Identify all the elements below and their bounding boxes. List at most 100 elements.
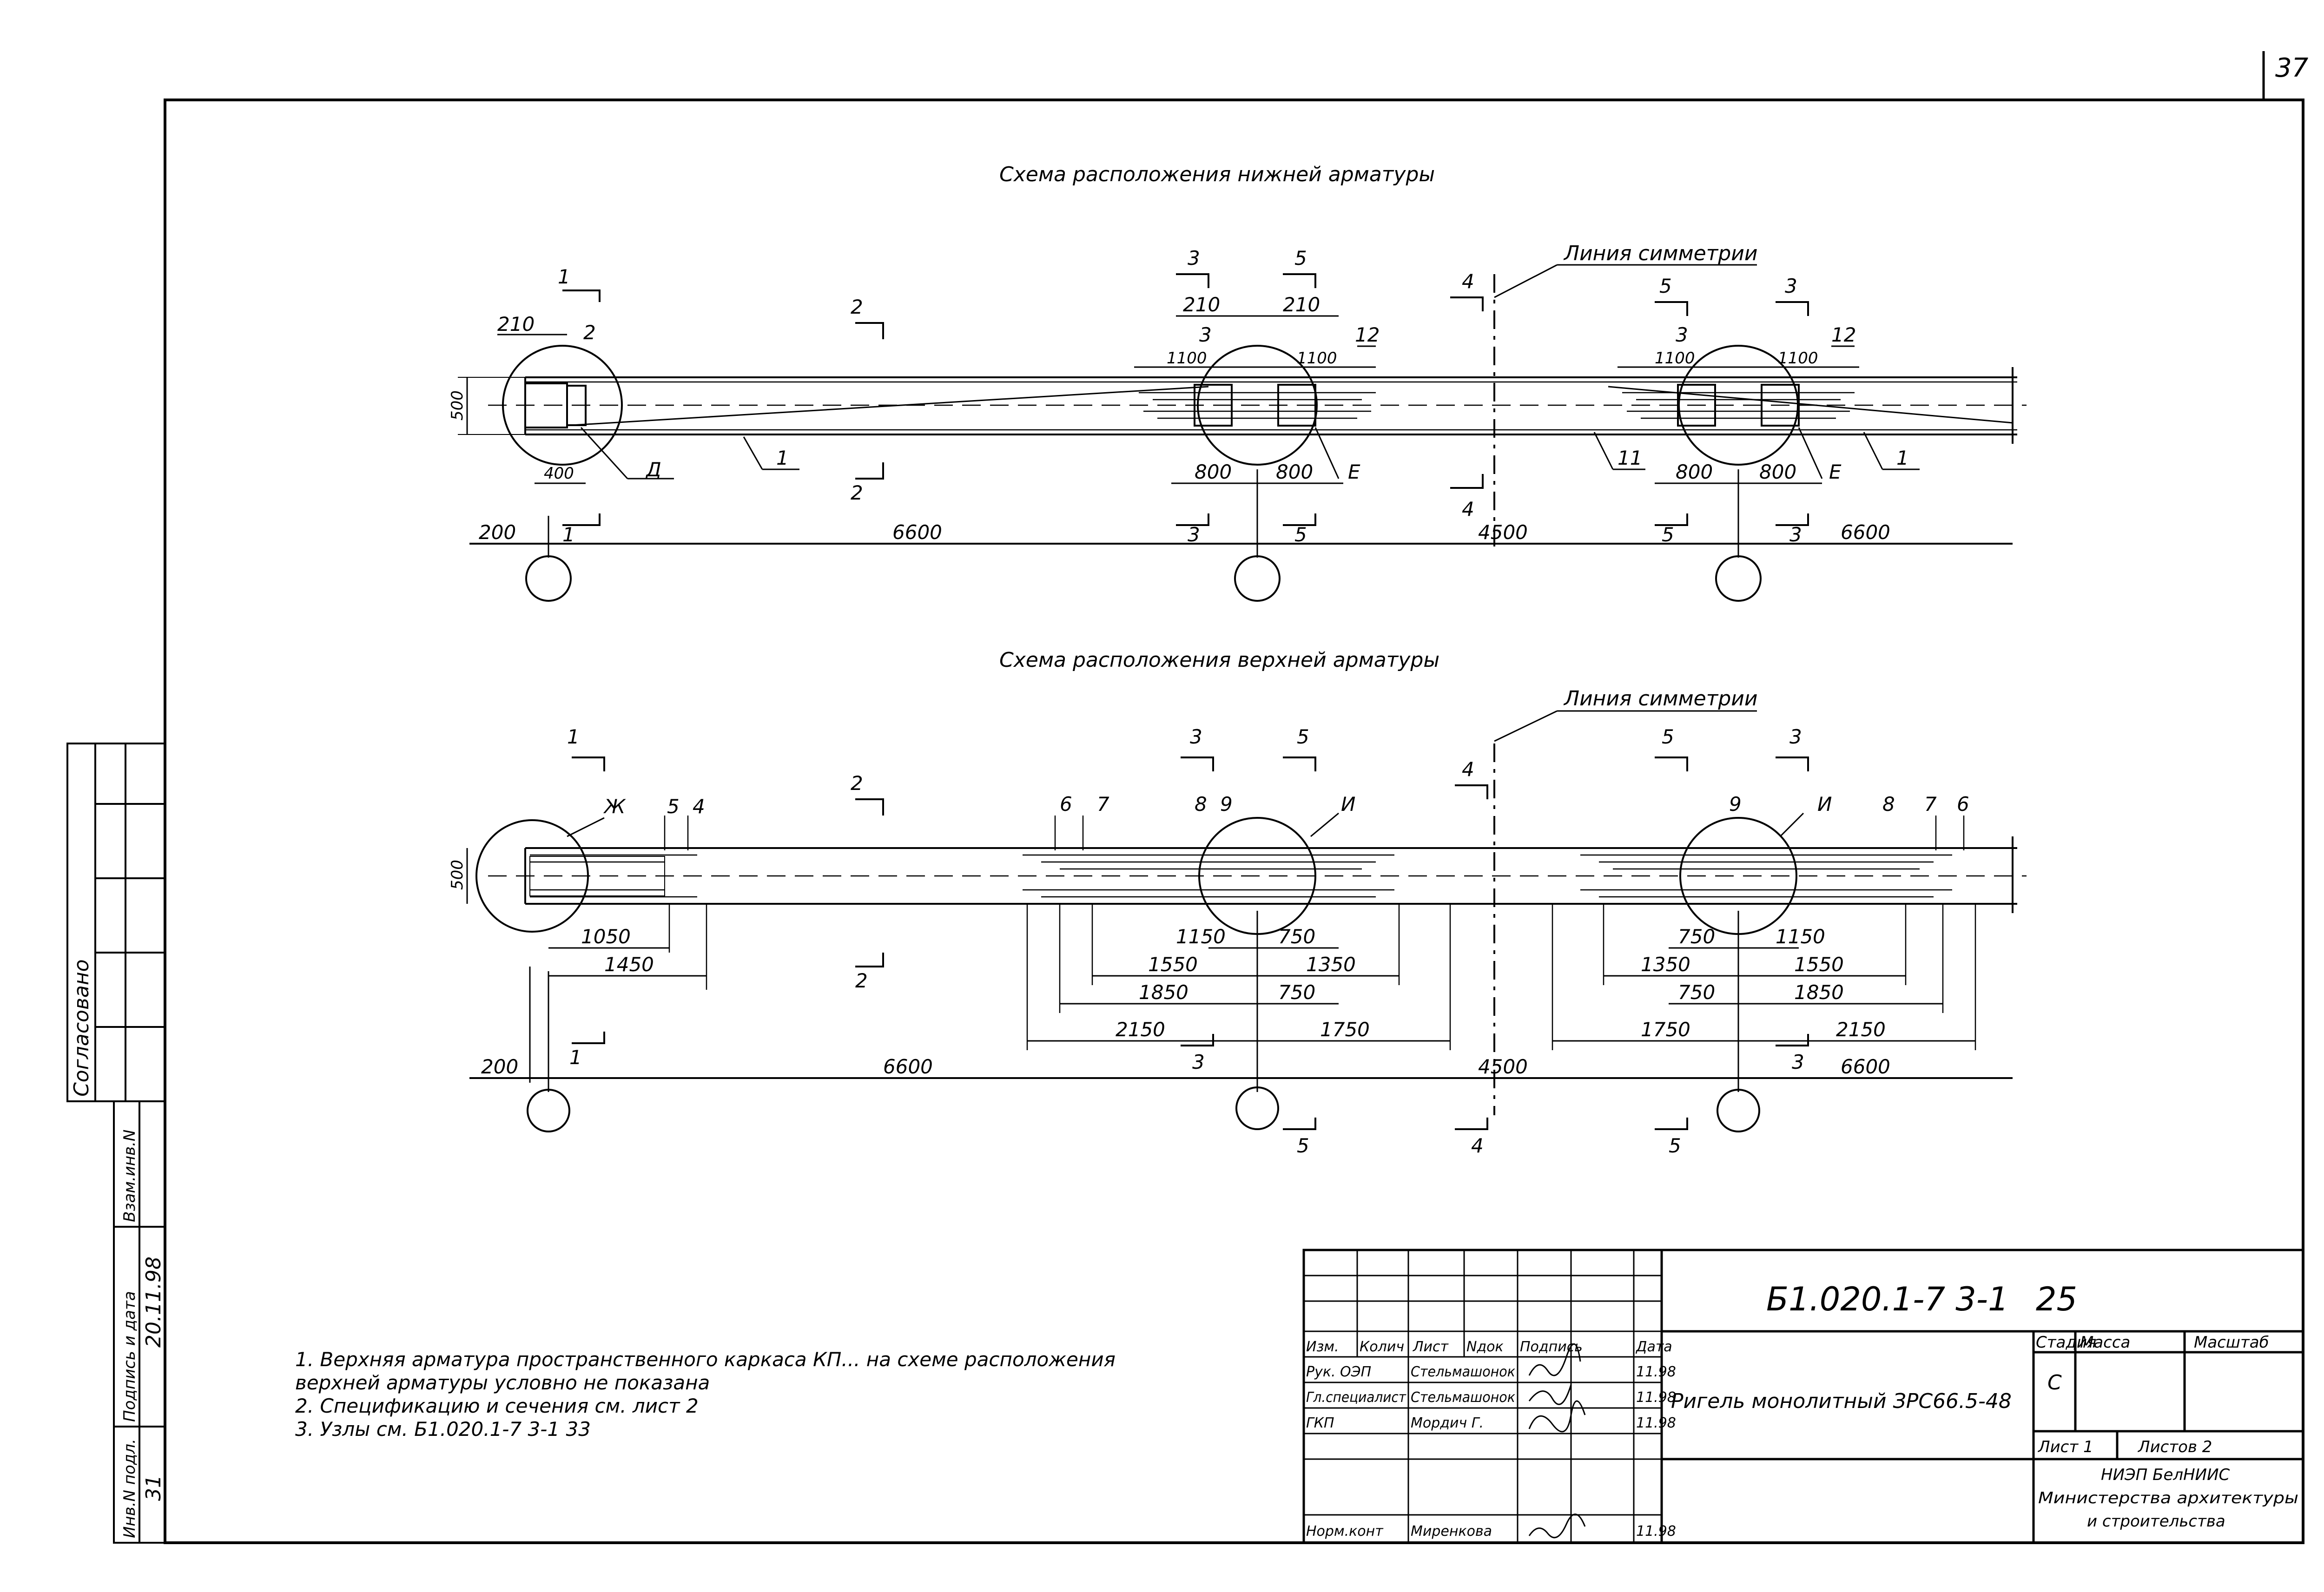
org-line-1: НИЭП БелНИИС <box>2101 1466 2230 1484</box>
dim-label: 4500 <box>1478 521 1528 544</box>
stage-value: С <box>2047 1371 2062 1395</box>
cut-label: 3 <box>1188 523 1200 546</box>
cut-label: 2 <box>851 772 863 795</box>
upper-scheme-title: Схема расположения верхней арматуры <box>999 648 1439 672</box>
cut-label: 5 <box>1297 725 1309 748</box>
header-kolich: Колич <box>1360 1339 1404 1355</box>
dim-label: 1150 <box>1176 925 1226 948</box>
stamp-inv-value: 31 <box>142 1475 165 1501</box>
dim-label: 210 <box>1283 293 1320 316</box>
dim-label: 1550 <box>1148 953 1198 976</box>
cut-label: 5 <box>1294 247 1307 270</box>
dim-label: 750 <box>1678 925 1715 948</box>
name-cell: Мордич Г. <box>1411 1415 1484 1431</box>
name-cell: Стельмашонок <box>1411 1389 1515 1406</box>
stage-header: Стадия <box>2036 1333 2096 1352</box>
position-callout: Е <box>1829 460 1842 483</box>
sheet-label: Лист 1 <box>2037 1438 2093 1456</box>
dim-label: 4500 <box>1478 1055 1528 1078</box>
cut-label: 3 <box>1190 725 1202 748</box>
dim-label: 1150 <box>1776 925 1825 948</box>
axis-bubble-1 <box>525 555 572 602</box>
position-callout: 11 <box>1618 447 1642 469</box>
dim-label: 1100 <box>1297 349 1337 368</box>
dim-label: 6600 <box>883 1055 933 1078</box>
dim-label: 1750 <box>1641 1018 1690 1041</box>
dim-label: 800 <box>1195 460 1232 483</box>
stamp-vzam-inv-label: Взам.инв.N <box>120 1130 139 1222</box>
axis-bubble-3 <box>1715 555 1762 602</box>
upper-scheme: Схема расположения верхней арматуры <box>448 648 2027 1157</box>
dim-label: 800 <box>1759 460 1796 483</box>
header-data: Дата <box>1635 1339 1672 1355</box>
role-cell: Норм.конт <box>1306 1523 1384 1539</box>
date-cell: 11.98 <box>1636 1364 1676 1380</box>
role-cell: Рук. ОЭП <box>1306 1364 1371 1380</box>
position-callout: 3 <box>1199 323 1212 346</box>
dim-label: 200 <box>479 521 516 544</box>
stamp-sign-date-label: Подпись и дата <box>120 1291 139 1422</box>
cut-label: 4 <box>1462 270 1474 293</box>
dim-label: 1100 <box>1655 349 1695 368</box>
cut-label: 5 <box>1662 523 1674 546</box>
dim-label: 6600 <box>1841 1055 1890 1078</box>
dim-label: 2150 <box>1116 1018 1165 1041</box>
position-callout: И <box>1341 793 1355 816</box>
dim-label: 210 <box>497 313 535 336</box>
position-callout: 9 <box>1220 793 1233 816</box>
header-izm: Изм. <box>1306 1339 1339 1355</box>
cut-label: 3 <box>1192 1051 1205 1073</box>
position-callout: 6 <box>1060 793 1072 816</box>
name-cell: Миренкова <box>1411 1523 1492 1539</box>
dim-label: 800 <box>1276 460 1313 483</box>
dim-label: 500 <box>448 390 467 421</box>
name-cell: Стельмашонок <box>1411 1364 1515 1380</box>
dim-label: 750 <box>1278 981 1315 1004</box>
lower-scheme: Схема расположения нижней арматуры <box>448 163 2027 602</box>
dim-label: 2150 <box>1836 1018 1886 1041</box>
position-callout: 1 <box>776 447 789 469</box>
note-line: 2. Спецификацию и сечения см. лист 2 <box>295 1395 699 1417</box>
support-node-middle <box>1197 345 1318 466</box>
dim-label: 200 <box>481 1055 518 1078</box>
support-node-left <box>502 345 623 466</box>
position-callout: 12 <box>1355 323 1380 346</box>
dim-label: 750 <box>1278 925 1315 948</box>
scale-header: Масштаб <box>2194 1333 2269 1352</box>
sheets-label: Листов 2 <box>2137 1438 2212 1456</box>
notes: 1. Верхняя арматура пространственного ка… <box>295 1348 1116 1441</box>
lower-scheme-title: Схема расположения нижней арматуры <box>999 163 1435 186</box>
product-name: Ригель монолитный ЗРС66.5-48 <box>1671 1389 2012 1413</box>
position-callout: 8 <box>1882 793 1895 816</box>
dim-label: 1350 <box>1306 953 1356 976</box>
position-callout: 1 <box>1896 447 1909 469</box>
position-callout: 2 <box>583 321 596 344</box>
date-cell: 11.98 <box>1636 1389 1676 1406</box>
page-number: 37 <box>2275 53 2309 83</box>
side-stamp: Согласовано Взам.инв.N Подпись и дата Ин… <box>66 743 166 1544</box>
cut-label: 5 <box>1669 1134 1681 1157</box>
position-callout: 7 <box>1097 793 1109 816</box>
position-callout: Д <box>645 458 661 481</box>
position-callout: 9 <box>1729 793 1742 816</box>
stamp-agreed-label: Согласовано <box>70 959 93 1097</box>
cut-label: 3 <box>1789 725 1802 748</box>
sheet-ref: 25 <box>2036 1280 2077 1318</box>
header-podpis: Подпись <box>1520 1339 1583 1355</box>
cut-label: 2 <box>855 969 868 992</box>
dim-label: 1450 <box>604 953 654 976</box>
header-list: Лист <box>1413 1339 1449 1355</box>
date-cell: 11.98 <box>1636 1523 1676 1539</box>
upper-symmetry-label: Линия симметрии <box>1563 687 1758 710</box>
cut-label: 4 <box>1471 1134 1484 1157</box>
position-callout: И <box>1817 793 1832 816</box>
cut-label: 2 <box>851 296 863 318</box>
dim-label: 750 <box>1678 981 1715 1004</box>
document-code: Б1.020.1-7 3-1 <box>1766 1280 2009 1318</box>
mass-header: Масса <box>2080 1333 2130 1352</box>
position-callout: 12 <box>1831 323 1856 346</box>
dim-label: 6600 <box>892 521 942 544</box>
cut-label: 5 <box>1662 725 1674 748</box>
position-callout: 7 <box>1924 793 1937 816</box>
